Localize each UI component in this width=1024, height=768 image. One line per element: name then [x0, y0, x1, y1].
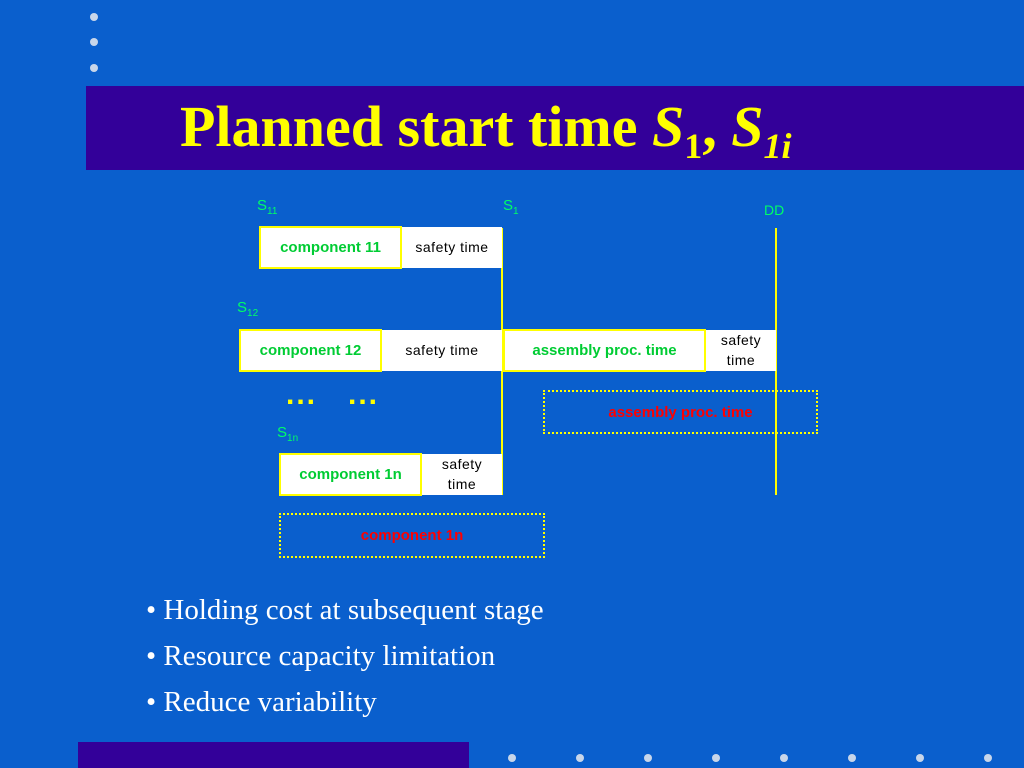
footer-band — [78, 742, 469, 768]
label-s12: S12 — [237, 299, 258, 319]
label-s11: S11 — [257, 197, 277, 217]
title-var-s1i: S — [731, 94, 764, 159]
title-separator: , — [702, 94, 732, 159]
decor-dot — [90, 38, 98, 46]
decor-dot — [780, 754, 788, 762]
assembly-proc-time-box: assembly proc. time — [503, 329, 706, 372]
safety-time-box-1n: safety time — [422, 454, 502, 495]
safety-line2: time — [726, 351, 756, 368]
bullet-item: • Reduce variability — [146, 686, 377, 718]
decor-dot — [644, 754, 652, 762]
label-dd: DD — [764, 202, 785, 218]
title-sub-1: 1 — [684, 126, 703, 166]
decor-dot — [916, 754, 924, 762]
decor-dot — [984, 754, 992, 762]
decor-dot — [90, 64, 98, 72]
safety-line1: safety — [720, 331, 762, 348]
title-band — [86, 86, 1024, 170]
safety-time-box-11: safety time — [402, 227, 502, 268]
label-s1n-sub: 1n — [287, 433, 299, 444]
safety-time-box-12: safety time — [382, 330, 502, 371]
decor-dot — [576, 754, 584, 762]
bullet-list: • Holding cost at subsequent stage • Res… — [146, 590, 544, 728]
label-s12-base: S — [237, 299, 248, 316]
bullet-item: • Holding cost at subsequent stage — [146, 594, 544, 626]
label-s1: S1 — [503, 197, 519, 217]
component-1n-dotted-box: component 1n — [279, 513, 545, 558]
s1-line — [501, 228, 503, 495]
title-text: Planned start time — [180, 94, 652, 159]
dd-line — [775, 228, 777, 495]
decor-dot — [508, 754, 516, 762]
label-s1-base: S — [503, 197, 514, 214]
safety-time-box-assembly: safety time — [706, 330, 776, 371]
safety-line2: time — [447, 475, 477, 492]
label-s11-sub: 11 — [267, 206, 278, 217]
ellipsis: ... ... — [286, 378, 380, 411]
label-s1n-base: S — [277, 424, 288, 441]
safety-line1: safety — [441, 455, 483, 472]
title-var-s1: S — [652, 94, 685, 159]
component-11-box: component 11 — [259, 226, 402, 269]
assembly-proc-time-dotted-box: assembly proc. time — [543, 390, 818, 434]
decor-dot — [712, 754, 720, 762]
label-s11-base: S — [257, 197, 268, 214]
decor-dot — [848, 754, 856, 762]
component-1n-box: component 1n — [279, 453, 422, 496]
label-s12-sub: 12 — [247, 308, 259, 319]
bullet-item: • Resource capacity limitation — [146, 640, 496, 672]
title-sub-1i: 1i — [763, 126, 792, 166]
decor-dot — [90, 13, 98, 21]
component-12-box: component 12 — [239, 329, 382, 372]
label-s1-sub: 1 — [513, 206, 519, 217]
label-s1n: S1n — [277, 424, 298, 444]
slide-title: Planned start time S1, S1i — [180, 98, 792, 165]
